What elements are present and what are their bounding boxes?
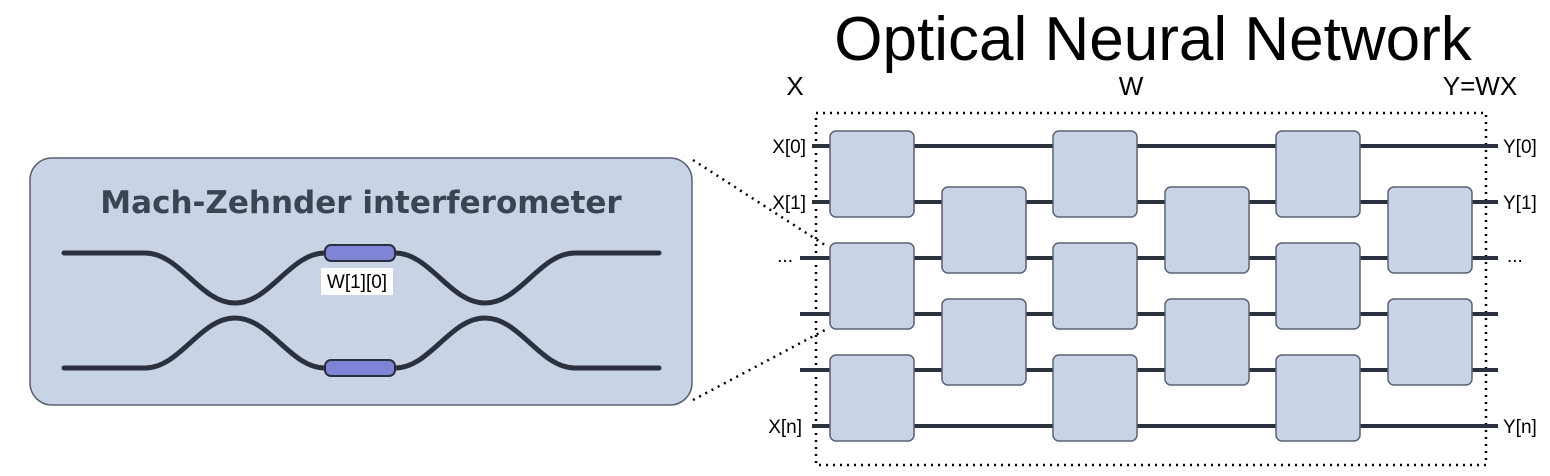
input-header: X — [786, 71, 803, 101]
mzi-box — [1275, 242, 1361, 330]
mzi-box — [1164, 186, 1250, 274]
phase-shifter-top — [324, 244, 396, 262]
zoom-line-top — [692, 158, 826, 247]
output-label: ... — [1507, 246, 1523, 267]
mesh-boundary — [814, 111, 1488, 467]
waveguide-lines — [800, 144, 1498, 428]
mzi-box — [941, 298, 1027, 386]
phase-shifter-bottom — [324, 359, 396, 377]
output-label: Y[n] — [1503, 417, 1537, 438]
mzi-box — [1052, 242, 1138, 330]
output-label: Y[1] — [1503, 193, 1537, 214]
output-header: Y=WX — [1443, 71, 1517, 101]
input-label: X[1] — [772, 193, 806, 214]
mzi-box — [829, 130, 915, 218]
mzi-box — [1275, 354, 1361, 442]
mzi-mesh — [829, 130, 1473, 442]
weights-header: W — [1119, 71, 1144, 101]
mzi-box — [1164, 298, 1250, 386]
mzi-box — [941, 186, 1027, 274]
mzi-inset-title: Mach-Zehnder interferometer — [100, 185, 622, 221]
mzi-box — [1275, 130, 1361, 218]
input-label: ... — [777, 246, 793, 267]
mzi-box — [1387, 186, 1473, 274]
zoom-line-bottom — [692, 328, 826, 402]
mzi-box — [829, 242, 915, 330]
input-label: X[n] — [768, 417, 802, 438]
diagram-title: Optical Neural Network — [834, 5, 1472, 74]
phase-label: W[1][0] — [327, 272, 387, 293]
output-label: Y[0] — [1503, 137, 1537, 158]
input-label: X[0] — [772, 137, 806, 158]
mzi-box — [1052, 354, 1138, 442]
phase-label-background — [321, 268, 393, 295]
mzi-inset: Mach-Zehnder interferometer W[1][0] — [29, 157, 693, 406]
mzi-box — [829, 354, 915, 442]
mzi-box — [1052, 130, 1138, 218]
mzi-box — [1387, 298, 1473, 386]
